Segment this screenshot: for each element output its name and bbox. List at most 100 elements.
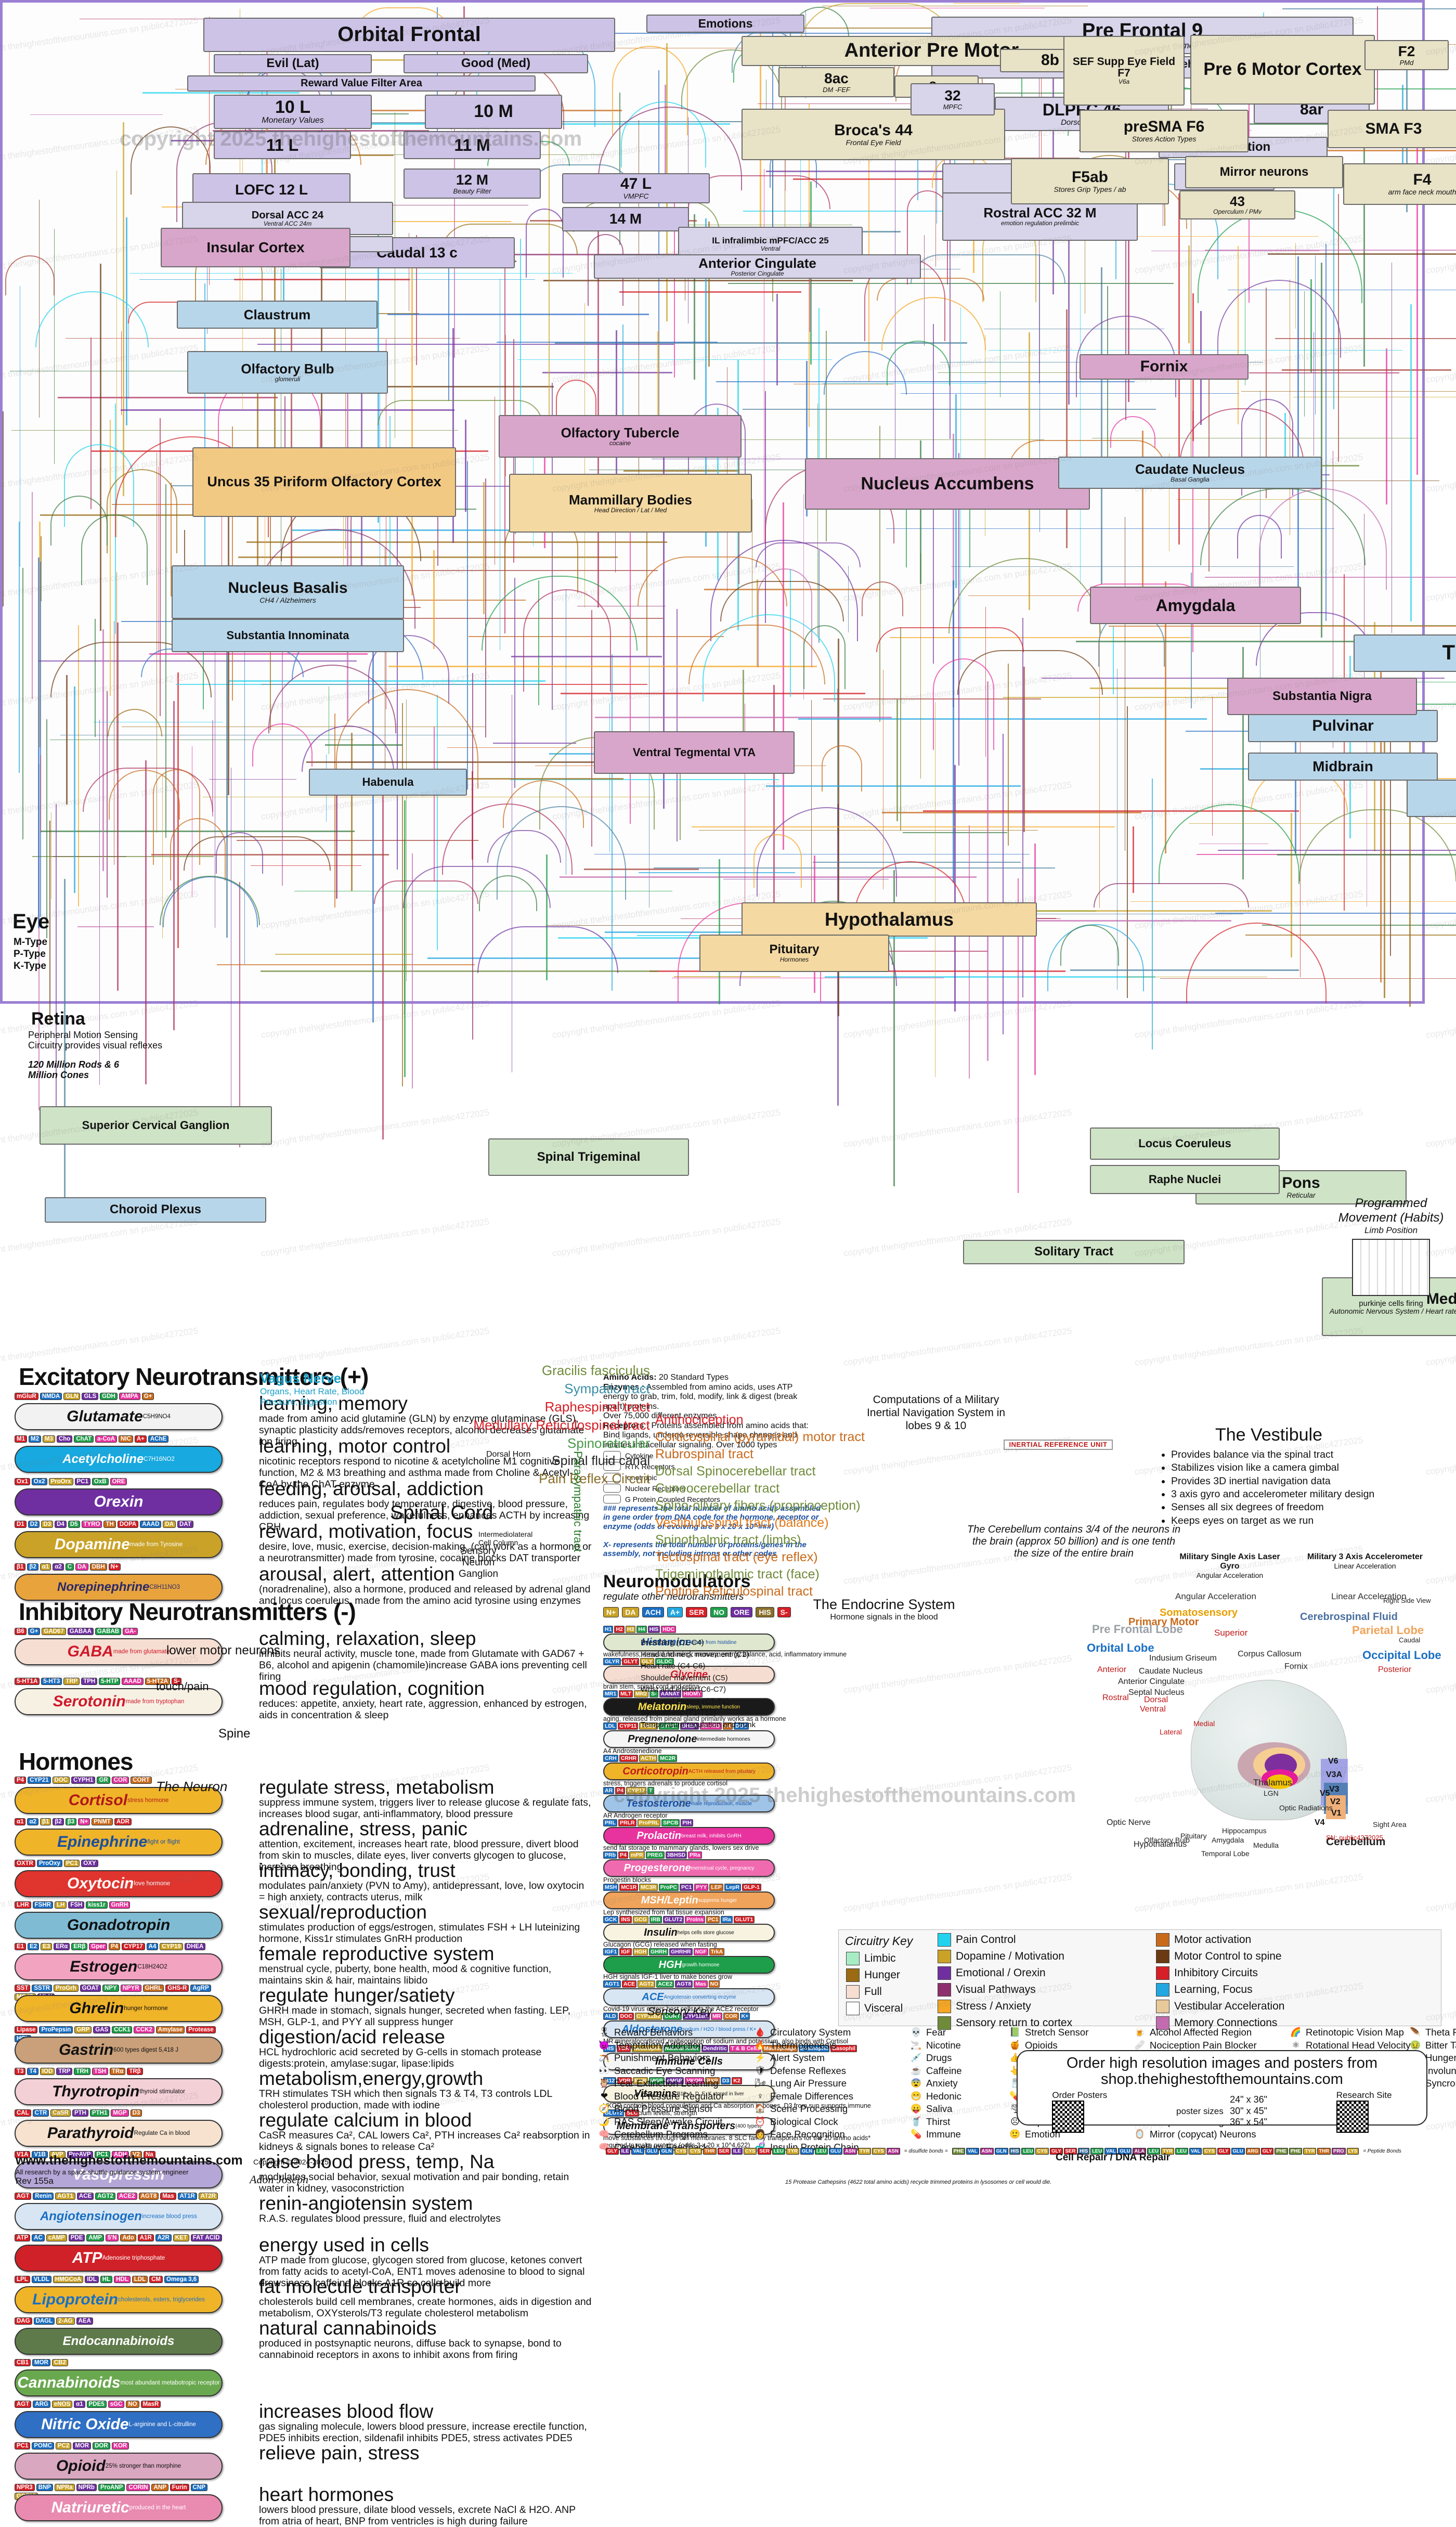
cortex-region-pre-6-motor-cortex[interactable]: Pre 6 Motor Cortex (1190, 35, 1375, 105)
right-molecule-pill[interactable]: Membrane Transporters(400 types) (603, 2117, 775, 2135)
cortex-region-11-l[interactable]: 11 L (214, 131, 351, 159)
cortex-region-substantia-innominata[interactable]: Substantia Innominata (172, 619, 404, 652)
cortex-region-mirror-neurons[interactable]: Mirror neurons (1185, 156, 1343, 188)
poster-size-option[interactable]: 30" x 45" (1230, 2105, 1267, 2116)
poster-size-option[interactable]: 36" x 54" (1230, 2117, 1267, 2128)
right-molecule-pill[interactable]: Glycine (603, 1666, 775, 1683)
cortex-region-midbrain[interactable]: Midbrain (1248, 753, 1438, 781)
cortex-region-nucleus-accumbens[interactable]: Nucleus Accumbens (805, 458, 1090, 510)
cortex-region-amygdala[interactable]: Amygdala (1090, 587, 1301, 624)
cortex-region-colliculus[interactable]: ColliculusInferior / Superior (1407, 780, 1456, 817)
cortex-region-10-m[interactable]: 10 M (425, 95, 562, 129)
order-line-2[interactable]: shop.thehighestofthemountains.com (1101, 2071, 1343, 2088)
order-posters-qr-code[interactable] (1052, 2100, 1085, 2133)
cortex-region-lofc-12-l[interactable]: LOFC 12 L (192, 173, 350, 206)
cortex-region-claustrum[interactable]: Claustrum (177, 301, 378, 329)
cortex-region-insular-cortex[interactable]: Insular Cortex (161, 228, 350, 267)
poster-size-option[interactable]: 24" x 36" (1230, 2094, 1267, 2105)
molecule-pill[interactable]: Endocannabinoids (15, 2328, 223, 2355)
cortex-region-evil-lat[interactable]: Evil (Lat) (214, 54, 372, 73)
cortex-region-orbital-frontal[interactable]: Orbital Frontal (203, 18, 615, 52)
cortex-region-hypothalamus[interactable]: Hypothalamus (742, 902, 1037, 937)
molecule-pill[interactable]: Orexin (15, 1488, 223, 1515)
cortex-region-substantia-nigra[interactable]: Substantia Nigra (1227, 678, 1417, 715)
cortex-region-fornix[interactable]: Fornix (1080, 354, 1249, 380)
cortex-region-thalamus[interactable]: Thalamus (1354, 634, 1456, 672)
cortex-region-11-m[interactable]: 11 M (404, 131, 541, 159)
cortex-region-ventral-tegmental-vta[interactable]: Ventral Tegmental VTA (594, 731, 795, 774)
cortex-region-pulvinar[interactable]: Pulvinar (1248, 710, 1438, 742)
cortex-region-sma-f3[interactable]: SMA F3 (1328, 110, 1456, 148)
cortex-region-reward-value-filter-area[interactable]: Reward Value Filter Area (187, 75, 536, 92)
molecule-pill[interactable]: Gonadotropin (15, 1912, 223, 1939)
research-site-qr-code[interactable] (1336, 2100, 1369, 2133)
cortex-region-good-med[interactable]: Good (Med) (404, 54, 588, 73)
cortex-region-uncus-35-piriform-olfactory-cortex[interactable]: Uncus 35 Piriform Olfactory Cortex (192, 447, 456, 517)
cortex-region-emotions[interactable]: Emotions (646, 15, 804, 33)
order-panel[interactable]: Order high resolution images and posters… (1017, 2050, 1427, 2133)
right-molecule-pill[interactable]: Immune Cells (603, 2053, 775, 2070)
cortex-region-14-m[interactable]: 14 M (562, 207, 689, 231)
